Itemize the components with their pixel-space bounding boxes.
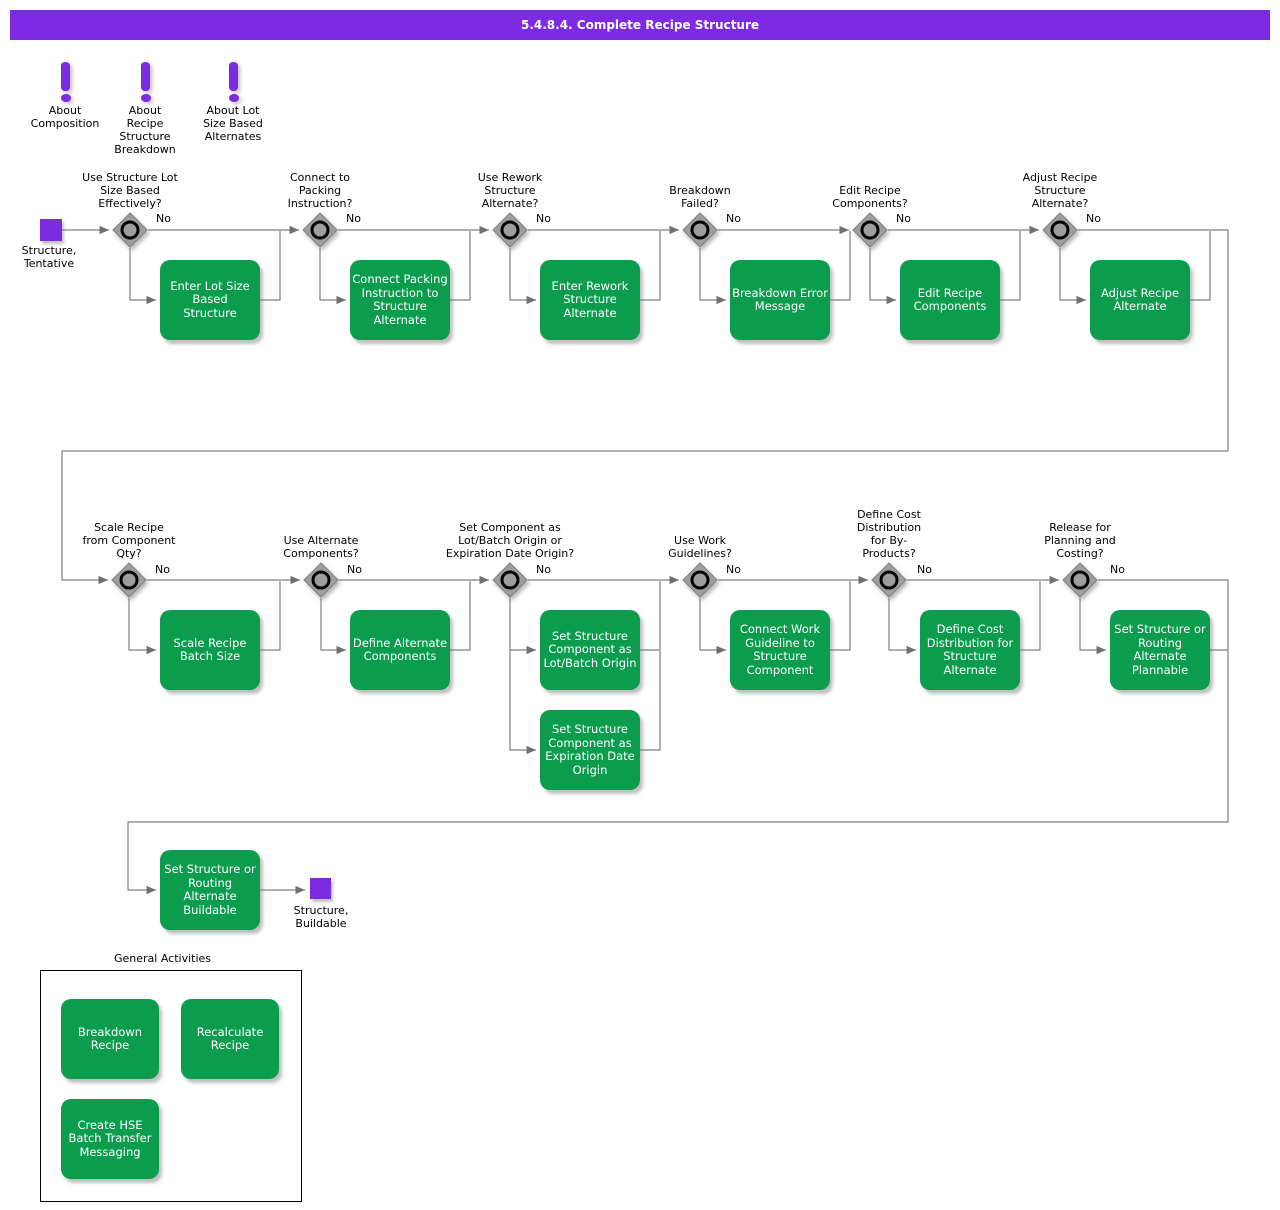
activity-create-hse-batch-transfer-messaging[interactable]: Create HSE Batch Transfer Messaging xyxy=(61,1099,159,1179)
exclamation-dot-icon xyxy=(60,94,71,102)
decision-question: Define Cost Distribution for By- Product… xyxy=(856,508,922,560)
decision-use-alternate-components-icon xyxy=(303,562,339,598)
decision-set-component-origin-icon xyxy=(492,562,528,598)
general-activities-title: General Activities xyxy=(113,952,212,965)
activity-scale-recipe-batch-size[interactable]: Scale Recipe Batch Size xyxy=(160,610,260,690)
no-branch-label: No xyxy=(536,563,551,576)
page-title: 5.4.8.4. Complete Recipe Structure xyxy=(10,10,1270,40)
activity-set-component-lot-batch-origin[interactable]: Set Structure Component as Lot/Batch Ori… xyxy=(540,610,640,690)
decision-question: Edit Recipe Components? xyxy=(832,184,908,210)
about-composition-label: About Composition xyxy=(30,104,100,130)
decision-edit-recipe-components-icon xyxy=(852,212,888,248)
no-branch-label: No xyxy=(1086,212,1101,225)
exclamation-icon xyxy=(141,62,150,91)
no-branch-label: No xyxy=(726,212,741,225)
exclamation-icon xyxy=(61,62,70,91)
activity-enter-lot-size-based-structure[interactable]: Enter Lot Size Based Structure xyxy=(160,260,260,340)
activity-set-component-expiration-date-origin[interactable]: Set Structure Component as Expiration Da… xyxy=(540,710,640,790)
decision-breakdown-failed-icon xyxy=(682,212,718,248)
decision-question: Use Work Guidelines? xyxy=(668,534,732,560)
about-lot-size-based-alternates-label: About Lot Size Based Alternates xyxy=(203,104,263,143)
no-branch-label: No xyxy=(726,563,741,576)
decision-question: Use Alternate Components? xyxy=(283,534,359,560)
no-branch-label: No xyxy=(1110,563,1125,576)
exclamation-icon xyxy=(229,62,238,91)
activity-define-cost-distribution[interactable]: Define Cost Distribution for Structure A… xyxy=(920,610,1020,690)
activity-set-alternate-plannable[interactable]: Set Structure or Routing Alternate Plann… xyxy=(1110,610,1210,690)
no-branch-label: No xyxy=(536,212,551,225)
start-node-icon xyxy=(40,219,62,241)
activity-breakdown-error-message[interactable]: Breakdown Error Message xyxy=(730,260,830,340)
general-activities-panel xyxy=(40,970,302,1202)
no-branch-label: No xyxy=(917,563,932,576)
activity-connect-packing-instruction[interactable]: Connect Packing Instruction to Structure… xyxy=(350,260,450,340)
decision-release-for-planning-costing-icon xyxy=(1062,562,1098,598)
decision-question: Breakdown Failed? xyxy=(669,184,731,210)
decision-define-cost-distribution-icon xyxy=(871,562,907,598)
decision-question: Use Structure Lot Size Based Effectively… xyxy=(82,171,178,210)
decision-question: Use Rework Structure Alternate? xyxy=(477,171,543,210)
activity-recalculate-recipe[interactable]: Recalculate Recipe xyxy=(181,999,279,1079)
about-composition-icon[interactable] xyxy=(60,62,71,106)
decision-question: Scale Recipe from Component Qty? xyxy=(82,521,176,560)
decision-question: Set Component as Lot/Batch Origin or Exp… xyxy=(445,521,575,560)
about-recipe-structure-breakdown-icon[interactable] xyxy=(140,62,151,106)
about-lot-size-based-alternates-icon[interactable] xyxy=(228,62,239,106)
activity-breakdown-recipe[interactable]: Breakdown Recipe xyxy=(61,999,159,1079)
start-node-label: Structure, Tentative xyxy=(21,244,77,270)
decision-connect-packing-instruction-icon xyxy=(302,212,338,248)
decision-question: Connect to Packing Instruction? xyxy=(287,171,353,210)
decision-question: Adjust Recipe Structure Alternate? xyxy=(1022,171,1098,210)
no-branch-label: No xyxy=(347,563,362,576)
exclamation-dot-icon xyxy=(228,94,239,102)
decision-use-rework-structure-alternate-icon xyxy=(492,212,528,248)
no-branch-label: No xyxy=(155,563,170,576)
activity-enter-rework-structure-alternate[interactable]: Enter Rework Structure Alternate xyxy=(540,260,640,340)
no-branch-label: No xyxy=(896,212,911,225)
no-branch-label: No xyxy=(346,212,361,225)
activity-connect-work-guideline[interactable]: Connect Work Guideline to Structure Comp… xyxy=(730,610,830,690)
decision-adjust-recipe-structure-alternate-icon xyxy=(1042,212,1078,248)
decision-scale-recipe-from-component-qty-icon xyxy=(111,562,147,598)
about-recipe-structure-breakdown-label: About Recipe Structure Breakdown xyxy=(114,104,176,156)
end-node-label: Structure, Buildable xyxy=(293,904,349,930)
decision-question: Release for Planning and Costing? xyxy=(1044,521,1116,560)
activity-set-alternate-buildable[interactable]: Set Structure or Routing Alternate Build… xyxy=(160,850,260,930)
exclamation-dot-icon xyxy=(140,94,151,102)
end-node-icon xyxy=(310,878,331,899)
no-branch-label: No xyxy=(156,212,171,225)
decision-use-work-guidelines-icon xyxy=(682,562,718,598)
decision-use-structure-lot-size-icon xyxy=(112,212,148,248)
activity-define-alternate-components[interactable]: Define Alternate Components xyxy=(350,610,450,690)
activity-edit-recipe-components[interactable]: Edit Recipe Components xyxy=(900,260,1000,340)
activity-adjust-recipe-alternate[interactable]: Adjust Recipe Alternate xyxy=(1090,260,1190,340)
